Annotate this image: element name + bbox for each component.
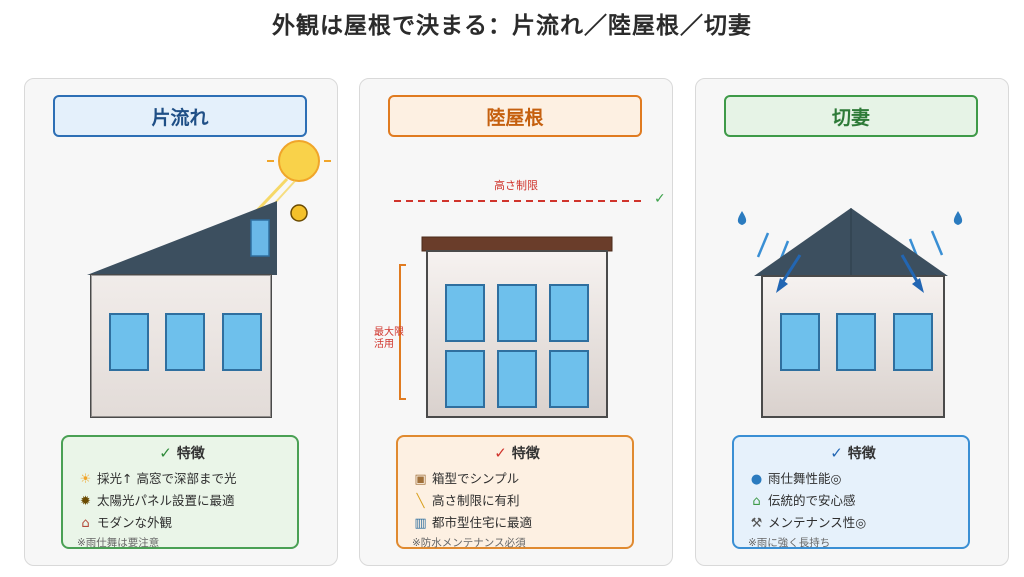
droplet-icon xyxy=(737,211,747,225)
panel-gable-roof: 切妻 ✓ 特徴 ●雨仕舞性能◎ ⌂伝統的で安心感 ⚒メンテナンス性◎ ※雨に強く… xyxy=(695,78,1009,566)
shed-roof-illustration xyxy=(87,129,331,418)
features-title: ✓ 特徴 xyxy=(494,444,540,462)
panel-label: 陸屋根 xyxy=(388,95,642,137)
high-window xyxy=(250,219,270,257)
panel-shed-roof: 片流れ ✓ 特徴 ☀採光↑ 高窓で深部まで光 ✹太陽光パネル設置に最適 ⌂モダン… xyxy=(24,78,338,566)
feature-item: ●雨仕舞性能◎ xyxy=(748,468,958,490)
droplet-icon xyxy=(953,211,963,225)
panel-flat-roof: ✓ 高さ制限 最大限活用 陸屋根 ✓ 特徴 ▣箱型でシンプル ╲高さ制限に有利 … xyxy=(359,78,673,566)
sun-icon xyxy=(267,129,331,182)
height-bracket xyxy=(399,264,406,400)
house-icon: ⌂ xyxy=(752,494,761,509)
wrench-icon: ⚒ xyxy=(750,516,763,531)
ruler-icon: ╲ xyxy=(416,494,425,509)
panel-label: 片流れ xyxy=(53,95,307,137)
features-box: ✓ 特徴 ●雨仕舞性能◎ ⌂伝統的で安心感 ⚒メンテナンス性◎ ※雨に強く長持ち xyxy=(732,435,970,549)
feature-note: ※防水メンテナンス必須 xyxy=(412,537,526,549)
feature-item: ⚒メンテナンス性◎ xyxy=(748,512,958,534)
sun-icon: ☀ xyxy=(79,472,92,487)
city-icon: ▥ xyxy=(414,516,427,531)
check-icon: ✓ xyxy=(654,191,666,207)
feature-item: ⌂伝統的で安心感 xyxy=(748,490,958,512)
feature-item: ⌂モダンな外観 xyxy=(77,512,287,534)
box-icon: ▣ xyxy=(414,472,427,487)
feature-note: ※雨に強く長持ち xyxy=(748,537,831,549)
height-use-label: 最大限活用 xyxy=(374,327,404,350)
feature-item: ▥都市型住宅に最適 xyxy=(412,512,622,534)
house-icon: ⌂ xyxy=(81,516,90,531)
features-box: ✓ 特徴 ▣箱型でシンプル ╲高さ制限に有利 ▥都市型住宅に最適 ※防水メンテナ… xyxy=(396,435,634,549)
features-box: ✓ 特徴 ☀採光↑ 高窓で深部まで光 ✹太陽光パネル設置に最適 ⌂モダンな外観 … xyxy=(61,435,299,549)
page-title: 外観は屋根で決まる：片流れ／陸屋根／切妻 xyxy=(272,13,752,39)
feature-item: ▣箱型でシンプル xyxy=(412,468,622,490)
features-title: ✓ 特徴 xyxy=(830,444,876,462)
feature-note: ※雨仕舞は要注意 xyxy=(77,537,160,549)
gable-roof-illustration xyxy=(737,208,963,418)
feature-item: ✹太陽光パネル設置に最適 xyxy=(77,490,287,512)
height-limit-label: 高さ制限 xyxy=(494,179,538,192)
flat-roof-illustration: ✓ xyxy=(394,191,666,418)
feature-item: ☀採光↑ 高窓で深部まで光 xyxy=(77,468,287,490)
solar-panel-icon: ✹ xyxy=(80,494,91,509)
feature-item: ╲高さ制限に有利 xyxy=(412,490,622,512)
features-title: ✓ 特徴 xyxy=(159,444,205,462)
panel-label: 切妻 xyxy=(724,95,978,137)
droplet-icon: ● xyxy=(750,472,763,487)
solar-badge-icon xyxy=(290,204,308,222)
